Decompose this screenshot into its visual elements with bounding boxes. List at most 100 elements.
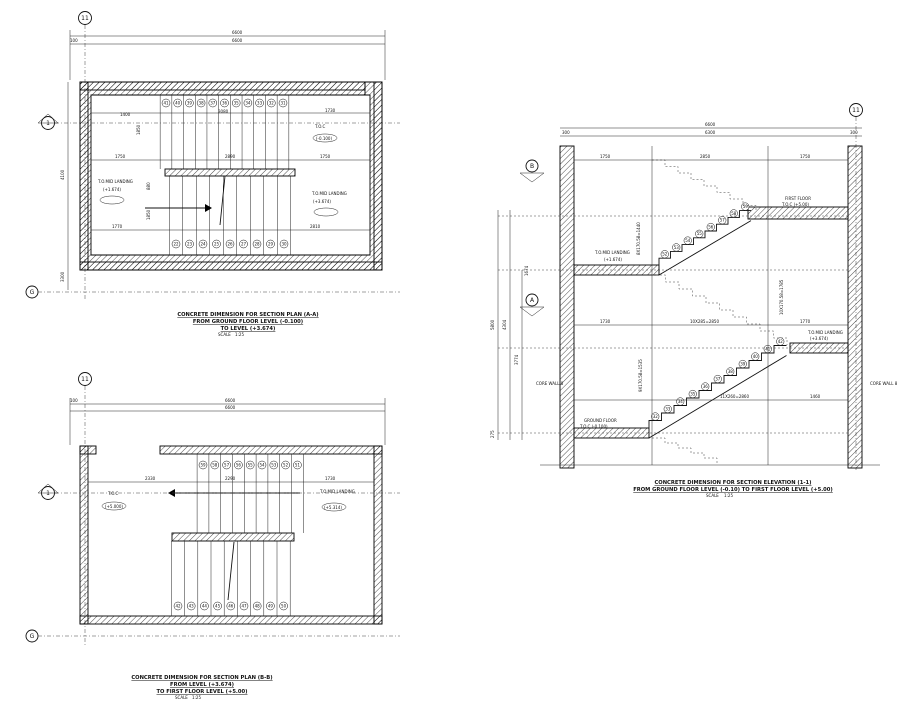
first-floor-toc: T.O.C (+5.00) — [781, 202, 809, 207]
step-number-bubble — [225, 239, 235, 249]
dim-inner-2: 3080 — [218, 109, 229, 114]
step-number: 45 — [215, 603, 221, 608]
dim-inner-5: 2890 — [225, 154, 236, 159]
step-number: 23 — [187, 241, 193, 246]
scale-a-val: 1:25 — [235, 332, 244, 337]
dim-c-top-1: 6600 — [705, 122, 716, 127]
dim-b-top-2: 6600 — [225, 405, 236, 410]
step-number: 42 — [175, 603, 181, 608]
dim-c-mid-2: 10X285=2850 — [690, 319, 719, 324]
step-number-bubble — [213, 601, 222, 611]
dim-left-1: 4100 — [60, 169, 65, 180]
step-number-bubble — [266, 601, 275, 611]
step-number: 41 — [163, 100, 169, 105]
dim-inner-1: 1400 — [120, 112, 131, 117]
step-number: 35 — [690, 391, 696, 396]
step-number-bubble — [186, 601, 196, 611]
step-number: 48 — [255, 603, 261, 608]
step-number-bubble — [200, 601, 209, 611]
dim-b-top-3: 100 — [70, 398, 78, 403]
grid-bubble-b — [525, 159, 539, 173]
step-number-bubble — [279, 239, 289, 249]
dim-inner-4: 1750 — [115, 154, 126, 159]
caption-c-1: CONCRETE DIMENSION FOR SECTION ELEVATION… — [655, 480, 812, 486]
landing-label: T.O.MID LANDING — [97, 179, 133, 184]
step-number-bubble — [245, 460, 255, 470]
riser-dim-3: 9X170.58=1535 — [638, 359, 643, 392]
step-number-bubble — [726, 367, 735, 376]
grid-bubble-a — [525, 293, 539, 307]
step-number: 56 — [236, 462, 242, 467]
caption-b-1: CONCRETE DIMENSION FOR SECTION PLAN (B-B… — [131, 675, 272, 681]
step-number-bubble — [239, 239, 248, 249]
step-number-bubble — [672, 243, 681, 252]
step-number-bubble — [212, 239, 221, 249]
dim-c-top-2: 6300 — [705, 130, 716, 135]
level-b-a: (+5.000) — [105, 504, 123, 509]
dim-inner-9: 1850 — [136, 124, 141, 135]
stair-soffit — [658, 220, 752, 276]
dim-c-row-3: 1750 — [800, 154, 811, 159]
step-number: 38 — [728, 369, 734, 374]
step-number-bubble — [210, 460, 220, 470]
step-number: 43 — [189, 603, 195, 608]
step-number-bubble — [239, 601, 249, 611]
step-number-bubble — [676, 397, 685, 406]
step-number-bubble — [161, 98, 171, 108]
dim-inner-10: 880 — [146, 182, 151, 190]
step-number: 39 — [187, 100, 193, 105]
hidden-flight — [652, 274, 788, 345]
hidden-flight-bottom — [652, 437, 718, 463]
step-number: 58 — [212, 462, 218, 467]
grid-label-1: 1 — [46, 120, 50, 127]
landing-label-b: T.O.MID LANDING — [319, 489, 355, 494]
level-landing-c: (+3.674) — [810, 336, 828, 341]
step-number-bubble — [266, 239, 275, 249]
dim-c-row-2: 2850 — [700, 154, 711, 159]
step-number-bubble — [278, 98, 288, 108]
step-number-bubble — [196, 98, 206, 108]
dim-c-left-3: 3774 — [514, 354, 519, 365]
step-number: 24 — [200, 241, 206, 246]
scale-c-val: 1:25 — [724, 493, 733, 498]
step-number: 22 — [173, 241, 179, 246]
mid-landing-slab — [164, 168, 296, 177]
grid-label-g: G — [30, 289, 35, 296]
dim-c-left-4: 1674 — [524, 265, 529, 276]
step-number-bubble — [776, 337, 785, 346]
dim-top-3: 100 — [70, 38, 78, 43]
dim-inner-11: 1850 — [146, 209, 151, 220]
step-number-bubble — [257, 460, 267, 470]
caption-b-2: FROM LEVEL (+3.674) — [170, 682, 234, 688]
stair-profile — [648, 345, 787, 428]
step-number-bubble — [738, 359, 747, 369]
grid-label-a: A — [530, 297, 535, 304]
first-floor-label: FIRST FLOOR — [785, 196, 811, 201]
step-number: 36 — [222, 100, 228, 105]
step-number-bubble — [713, 374, 722, 384]
step-number: 46 — [228, 603, 234, 608]
step-number: 47 — [241, 603, 247, 608]
grid-bubble-11-b — [78, 372, 92, 386]
step-number-bubble — [222, 460, 231, 470]
step-number-bubble — [695, 229, 704, 238]
step-number: 26 — [227, 241, 233, 246]
step-number: 31 — [280, 100, 286, 105]
core-wall-right: CORE WALL 8 — [870, 381, 898, 386]
step-number: 40 — [175, 100, 181, 105]
dim-top-2: 6600 — [232, 38, 243, 43]
toc-label-b: T.O.C — [107, 491, 118, 496]
step-number-bubble — [269, 460, 279, 470]
dim-c-top-4: 300 — [850, 130, 858, 135]
step-number: 27 — [241, 241, 247, 246]
step-number-bubble — [279, 601, 288, 611]
step-number-bubble — [651, 412, 660, 421]
dim-c-low-1: 11X260=2860 — [720, 394, 749, 399]
step-number-bubble — [208, 98, 218, 108]
scale-a: SCALE — [218, 332, 231, 337]
step-number-bubble — [683, 236, 692, 245]
